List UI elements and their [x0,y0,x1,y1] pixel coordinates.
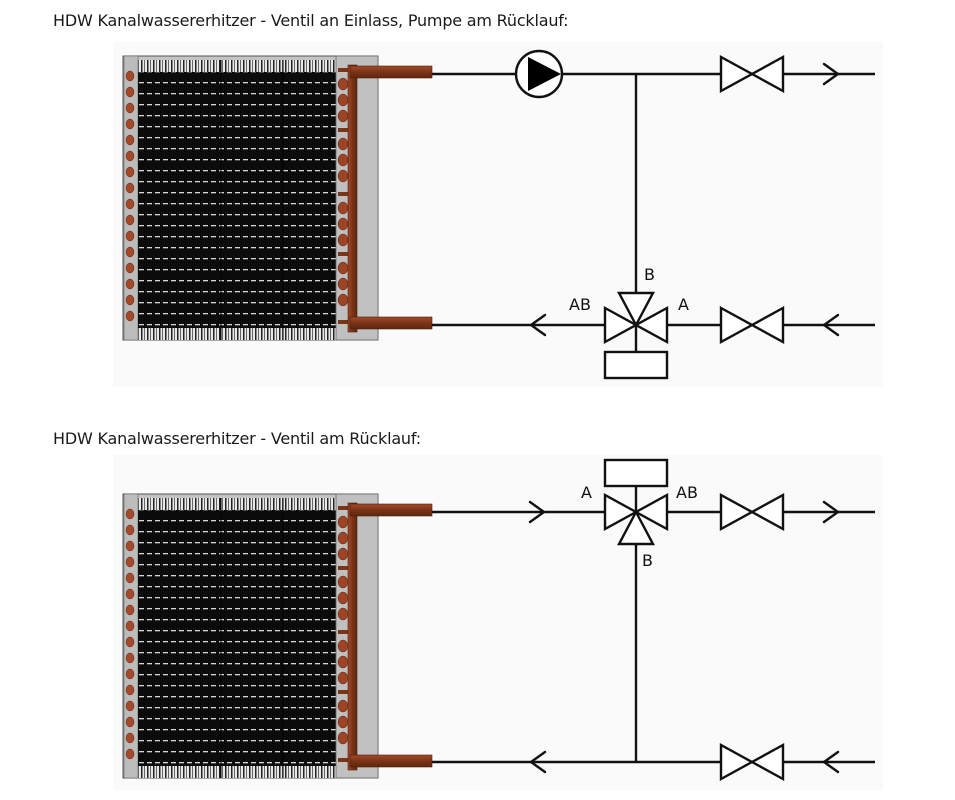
valve-actuator [603,350,669,380]
port-label-a: A [678,295,689,314]
three-way-valve-icon [603,458,669,546]
diagram-title-valve-return: HDW Kanalwassererhitzer - Ventil am Rück… [53,429,421,448]
diagram-panel-2: A AB B [113,455,883,790]
port-label-b: B [642,551,653,570]
flow-arrow-right-icon [822,500,841,524]
diagram-panel-1: AB A B [113,42,883,387]
flow-arrow-right-icon [528,500,547,524]
port-label-b: B [644,265,655,284]
port-label-ab: AB [676,483,698,502]
pipe-lines [432,72,875,327]
flow-arrow-left-icon [821,313,840,337]
pump-icon [514,49,564,99]
port-label-ab: AB [569,295,591,314]
flow-arrow-left-icon [528,750,547,774]
flow-arrow-left-icon [821,750,840,774]
flow-arrow-right-icon [822,62,841,86]
flow-arrow-left-icon [528,313,547,337]
pipe-lines [432,510,875,764]
three-way-valve-icon [603,291,669,380]
valve-actuator [603,458,669,488]
port-label-a: A [581,483,592,502]
diagram-title-valve-inlet-pump-return: HDW Kanalwassererhitzer - Ventil an Einl… [53,11,569,30]
